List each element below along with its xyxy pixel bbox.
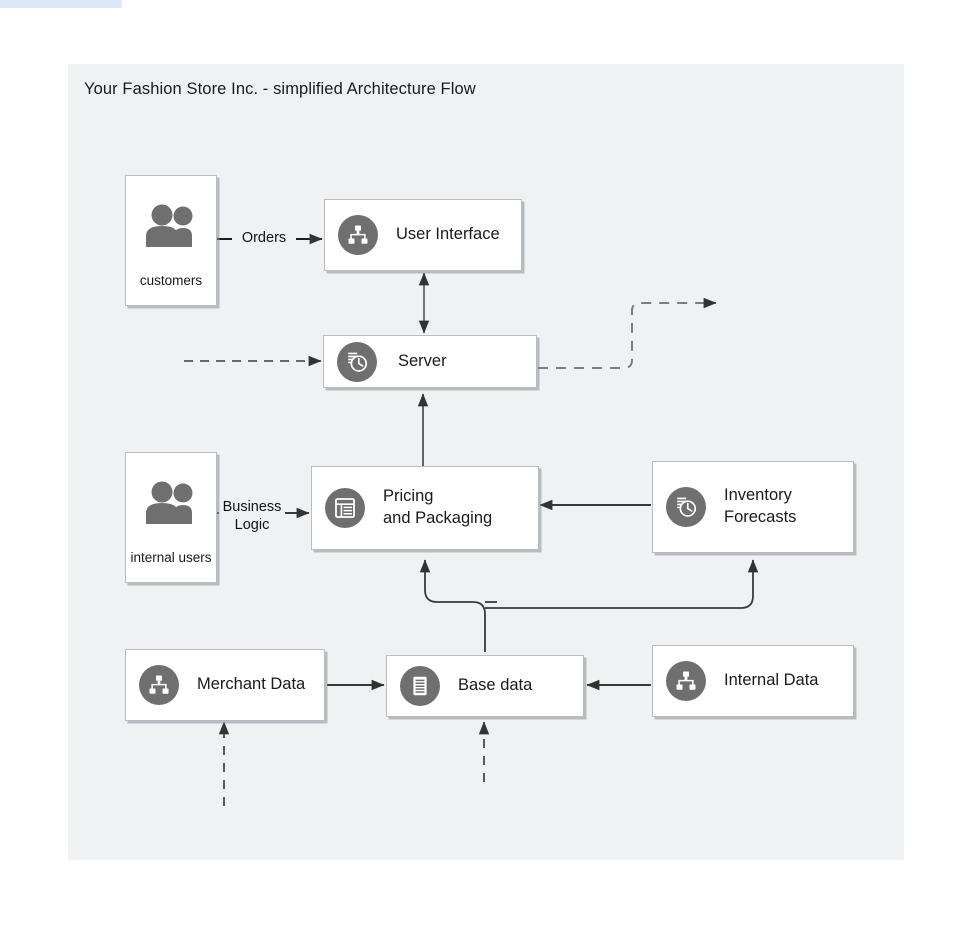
node-base-data[interactable]: Base data [386, 655, 584, 717]
node-pricing-and-packaging[interactable]: Pricing and Packaging [311, 466, 539, 550]
node-label-server: Server [398, 351, 447, 370]
node-server[interactable]: Server [323, 335, 537, 388]
clock-database-icon [337, 341, 377, 382]
diagram-title: Your Fashion Store Inc. - simplified Arc… [84, 80, 476, 98]
list-icon [325, 488, 365, 528]
node-label-base-data: Base data [458, 676, 533, 695]
node-merchant-data[interactable]: Merchant Data [125, 649, 325, 721]
people-icon [140, 204, 202, 253]
node-label-merchant-data: Merchant Data [197, 675, 306, 694]
node-label-pricing-and-packaging: Pricing and Packaging [383, 487, 493, 527]
node-internal-data[interactable]: Internal Data [652, 645, 854, 717]
edge-server-to-external [538, 297, 717, 369]
edge-base-data-branch [419, 559, 486, 652]
people-icon [140, 481, 202, 530]
node-user-interface[interactable]: User Interface [324, 199, 522, 271]
edge-label-business-logic: Business Logic [219, 498, 285, 535]
node-inventory-forecasts[interactable]: Inventory Forecasts [652, 461, 854, 553]
actor-label-customers: customers [139, 273, 203, 288]
window-top-strip [0, 0, 122, 8]
hierarchy-icon [666, 661, 706, 701]
actor-customers[interactable]: customers [125, 175, 217, 306]
actor-label-internal-users: internal users [130, 550, 212, 565]
node-label-internal-data: Internal Data [724, 671, 819, 690]
actor-internal-users[interactable]: internal users [125, 452, 217, 583]
clock-database-icon [666, 487, 706, 527]
hierarchy-icon [139, 665, 179, 705]
edge-label-orders: Orders [232, 229, 296, 248]
edge-base-data-to-inventory [485, 559, 759, 609]
document-lines-icon [400, 666, 440, 706]
node-label-user-interface: User Interface [396, 225, 500, 244]
hierarchy-icon [338, 215, 378, 255]
node-label-inventory-forecasts: Inventory Forecasts [724, 486, 797, 526]
